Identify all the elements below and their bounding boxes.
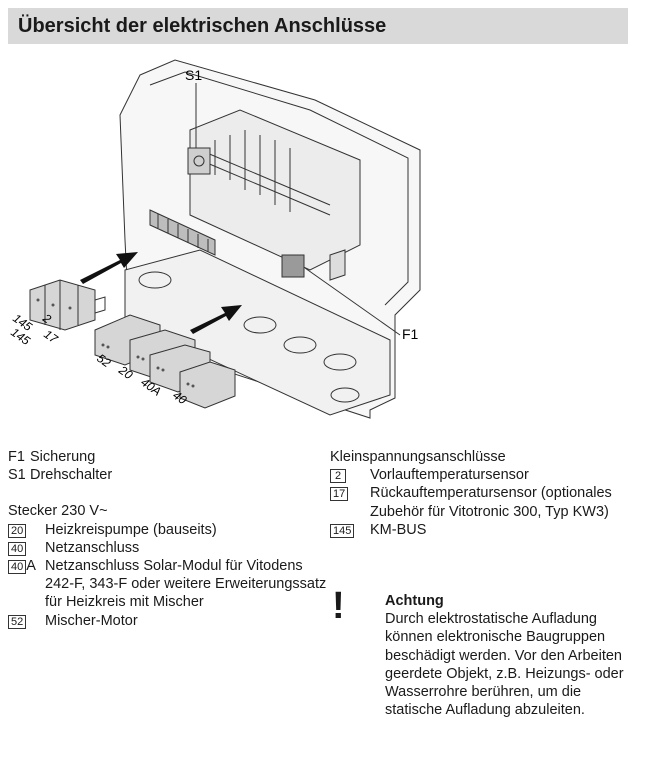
klein-item-text: Rückauftemperatursensor (optionales Zube… xyxy=(370,485,612,520)
klein-item: 2 Vorlauftemperatursensor xyxy=(330,466,630,484)
klein-item-text: Vorlauftemperatursensor xyxy=(370,467,529,484)
connector-box: 20 xyxy=(8,523,27,538)
title-bar: Übersicht der elektrischen Anschlüsse xyxy=(8,8,628,44)
connector-box: 40 xyxy=(8,541,27,556)
legend-text: Drehschalter xyxy=(30,467,113,484)
legend-row-f1: F1 Sicherung xyxy=(8,448,328,466)
klein-heading: Kleinspannungsanschlüsse xyxy=(330,449,506,465)
legend-text: Sicherung xyxy=(30,449,96,465)
connector-box: 145 xyxy=(330,523,355,538)
legend-right: Kleinspannungsanschlüsse 2 Vorlauftemper… xyxy=(330,448,630,539)
klein-item-text: KM-BUS xyxy=(370,521,427,538)
stecker-item-text: Heizkreispumpe (bauseits) xyxy=(45,521,217,538)
connector-box: 2 xyxy=(330,469,346,484)
label-17: 17 xyxy=(41,327,61,347)
callout-f1: F1 xyxy=(402,326,419,342)
warning-text: Durch elektrostatische Aufladung können … xyxy=(385,611,624,719)
stecker-item: 52 Mischer-Motor xyxy=(8,612,328,630)
legend-top: F1 Sicherung S1 Drehschalter xyxy=(8,448,328,484)
warning-heading: Achtung xyxy=(385,593,444,609)
klein-item: 145 KM-BUS xyxy=(330,521,630,539)
stecker-item-text: Netzanschluss xyxy=(45,539,140,556)
label-20: 20 xyxy=(115,362,135,382)
control-unit-drawing: S1 F1 145 2 145 17 52 20 40A 40 xyxy=(8,59,421,419)
callout-s1: S1 xyxy=(185,67,202,83)
stecker-item-text: Netzanschluss Solar-Modul für Vitodens 2… xyxy=(45,558,327,611)
connector-box: 52 xyxy=(8,614,27,629)
legend-left: F1 Sicherung S1 Drehschalter Stecker 230… xyxy=(8,448,328,630)
connector-box: 17 xyxy=(330,487,349,502)
stecker-item: 40 Netzanschluss xyxy=(8,539,328,557)
legend-key: F1 xyxy=(8,449,25,465)
connector-box: 40 xyxy=(8,560,27,575)
stecker-heading: Stecker 230 V~ xyxy=(8,503,108,520)
legend-key: S1 xyxy=(8,467,26,484)
stecker-item: 20 Heizkreispumpe (bauseits) xyxy=(8,521,328,539)
legend-row-s1: S1 Drehschalter xyxy=(8,466,328,484)
page-title: Übersicht der elektrischen Anschlüsse xyxy=(18,15,387,37)
klein-item: 17 Rückauftemperatursensor (optionales Z… xyxy=(330,484,630,520)
connector-suffix: A xyxy=(26,558,36,575)
wiring-illustration: S1 F1 145 2 145 17 52 20 40A 40 xyxy=(0,50,648,430)
warning-icon: ! xyxy=(332,585,345,627)
stecker-item-text: Mischer-Motor xyxy=(45,612,138,629)
